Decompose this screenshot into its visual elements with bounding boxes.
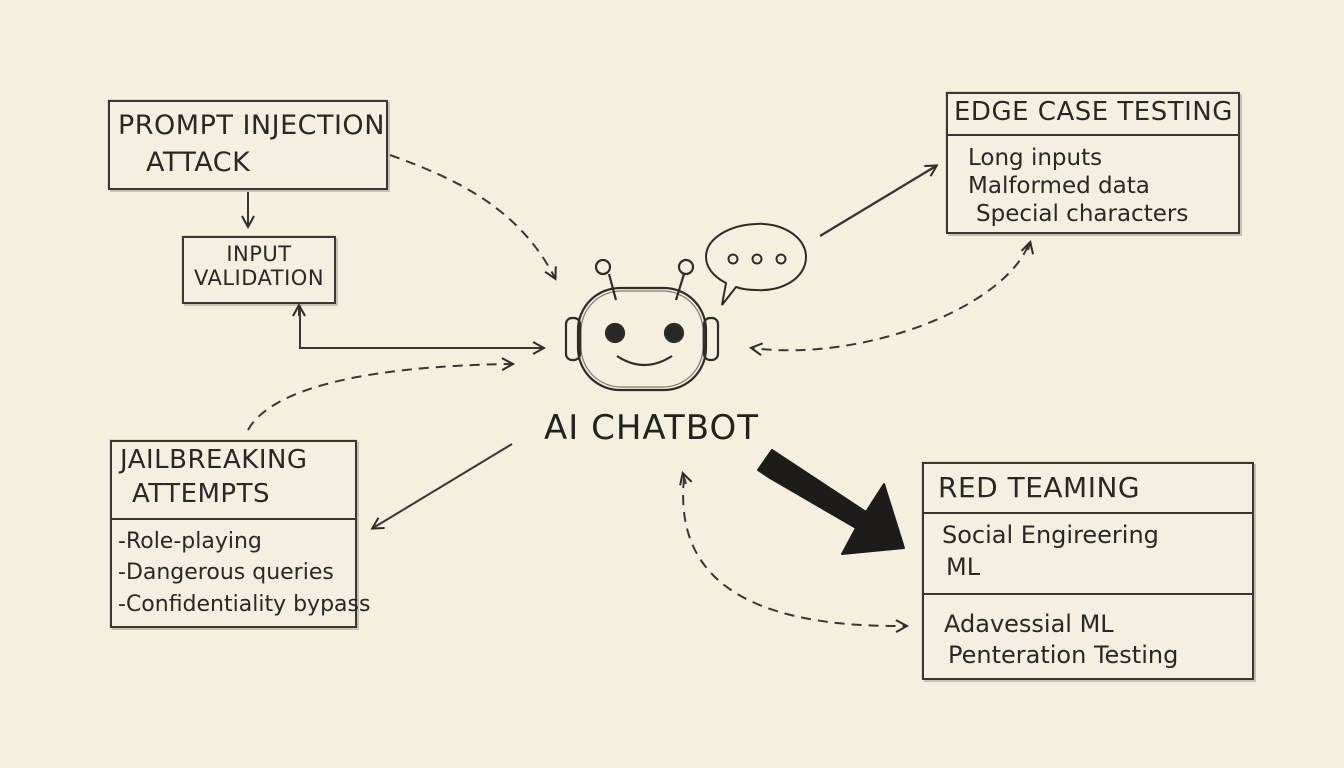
red-teaming-group2: Adavessial ML Penteration Testing <box>924 595 1252 671</box>
red-teaming-item: Social Engireering <box>942 521 1159 550</box>
robot-mouth <box>616 355 673 367</box>
jailbreaking-box: JAILBREAKING ATTEMPTS -Role-playing -Dan… <box>110 440 371 628</box>
arrow-jailbreaking-to-chatbot <box>247 364 512 431</box>
arrow-validation-to-chatbot <box>299 310 543 348</box>
arrow-edge-case-to-chatbot <box>752 245 1029 350</box>
jailbreaking-item: -Role-playing <box>118 528 262 554</box>
red-teaming-item: Penteration Testing <box>948 640 1179 669</box>
robot-antenna-right <box>674 273 686 301</box>
speech-bubble-icon <box>704 222 808 306</box>
robot-antenna-left <box>607 273 618 301</box>
jailbreaking-title-line1: JAILBREAKING <box>120 445 308 475</box>
red-teaming-divider-middle <box>924 592 1252 595</box>
robot-icon <box>564 258 720 392</box>
jailbreaking-title-line2: ATTEMPTS <box>132 478 270 509</box>
input-validation-box: INPUT VALIDATION <box>182 236 336 304</box>
arrowhead-chatbot-bottom <box>683 474 686 484</box>
arrow-chatbot-to-red-teaming-dashed <box>682 477 906 626</box>
robot-antenna-left-tip <box>594 258 612 276</box>
red-teaming-box: RED TEAMING Social Engireering ML Adaves… <box>922 462 1254 680</box>
arrow-chatbot-to-edge-case <box>819 166 936 238</box>
robot-eye-right <box>663 322 685 344</box>
robot-ear-left <box>564 316 582 362</box>
prompt-injection-title-line2: ATTACK <box>146 147 251 179</box>
red-teaming-item: ML <box>946 552 981 581</box>
robot-head <box>576 286 708 392</box>
edge-case-testing-title: EDGE CASE TESTING <box>954 97 1233 127</box>
edge-case-item: Malformed data <box>968 172 1150 199</box>
prompt-injection-box: PROMPT INJECTION ATTACK <box>108 100 388 190</box>
chatbot-label: AI CHATBOT <box>544 408 760 448</box>
edge-case-item: Special characters <box>976 200 1189 227</box>
jailbreaking-item: -Dangerous queries <box>118 560 334 586</box>
robot-antenna-right-tip <box>677 258 695 276</box>
input-validation-line1: INPUT <box>226 242 292 266</box>
edge-case-divider <box>948 133 1238 136</box>
bold-arrow-chatbot-to-red-teaming <box>757 449 905 555</box>
arrowhead-edge-case-top <box>1028 243 1030 250</box>
arrow-chatbot-to-jailbreaking <box>373 443 513 528</box>
jailbreaking-divider <box>112 517 355 520</box>
input-validation-line2: VALIDATION <box>193 266 325 290</box>
arrow-prompt-injection-to-chatbot <box>389 154 555 278</box>
red-teaming-divider-top <box>924 512 1252 515</box>
robot-eye-left <box>604 322 626 344</box>
prompt-injection-title-line1: PROMPT INJECTION <box>118 110 385 141</box>
red-teaming-item: Adavessial ML <box>944 609 1114 638</box>
edge-case-item-list: Long inputs Malformed data Special chara… <box>948 136 1238 228</box>
red-teaming-title: RED TEAMING <box>938 471 1141 504</box>
red-teaming-group1: Social Engireering ML <box>924 514 1252 592</box>
jailbreaking-item: -Confidentiality bypass <box>118 592 371 618</box>
edge-case-item: Long inputs <box>968 144 1103 171</box>
robot-ear-right <box>702 316 720 362</box>
jailbreaking-item-list: -Role-playing -Dangerous queries -Confid… <box>112 520 371 622</box>
edge-case-testing-box: EDGE CASE TESTING Long inputs Malformed … <box>946 92 1240 234</box>
